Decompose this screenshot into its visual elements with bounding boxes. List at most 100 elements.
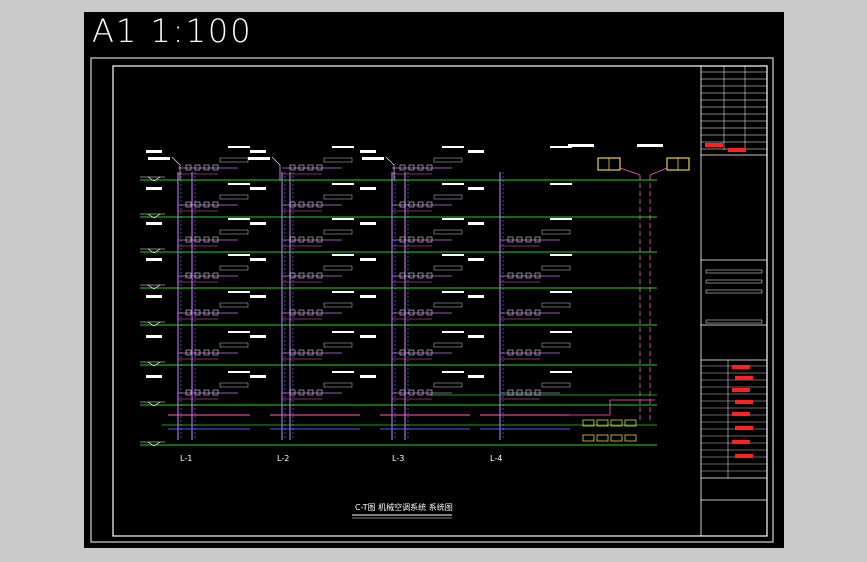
- annotation-mark: [468, 258, 484, 261]
- valve-symbol: [298, 349, 305, 356]
- valve-symbol: [316, 389, 323, 396]
- valve-symbol: [289, 349, 296, 356]
- valve-symbol: [298, 309, 305, 316]
- valve-symbol: [399, 309, 406, 316]
- annotation-mark: [360, 375, 376, 378]
- unit-tag: [541, 302, 571, 308]
- unit-tag: [433, 342, 463, 348]
- riser-top-tag: [248, 157, 270, 160]
- red-stamp-mark: [735, 400, 753, 404]
- valve-symbol: [507, 272, 514, 279]
- valve-symbol: [307, 201, 314, 208]
- valve-symbol: [289, 272, 296, 279]
- red-stamp-mark: [732, 388, 750, 392]
- outer-frame: [90, 57, 774, 543]
- annotation-mark: [360, 222, 376, 225]
- riser-label-4: L-4: [490, 454, 502, 463]
- level-marker: [147, 361, 161, 367]
- annotation-mark: [442, 146, 464, 148]
- valve-symbol: [417, 309, 424, 316]
- valve-symbol: [194, 201, 201, 208]
- annotation-mark: [360, 258, 376, 261]
- valve-symbol: [307, 236, 314, 243]
- unit-tag: [433, 382, 463, 388]
- valve-symbol: [417, 201, 424, 208]
- valve-symbol: [417, 389, 424, 396]
- annotation-mark: [550, 291, 572, 293]
- unit-tag: [433, 157, 463, 163]
- valve-symbol: [534, 236, 541, 243]
- annotation-mark: [550, 218, 572, 220]
- annotation-mark: [332, 371, 354, 373]
- annotation-mark: [550, 183, 572, 185]
- level-marker: [147, 176, 161, 182]
- annotation-mark: [332, 183, 354, 185]
- unit-tag: [323, 342, 353, 348]
- annotation-mark: [228, 371, 250, 373]
- valve-symbol: [316, 349, 323, 356]
- valve-symbol: [212, 349, 219, 356]
- valve-symbol: [194, 389, 201, 396]
- inner-frame: [112, 65, 768, 537]
- level-marker: [147, 213, 161, 219]
- unit-tag: [323, 194, 353, 200]
- unit-tag: [219, 265, 249, 271]
- indoor-unit-icon: [624, 419, 637, 427]
- valve-symbol: [212, 309, 219, 316]
- valve-symbol: [399, 201, 406, 208]
- riser-pipes: [177, 172, 651, 440]
- unit-tag: [323, 302, 353, 308]
- unit-tag: [541, 382, 571, 388]
- annotation-mark: [550, 254, 572, 256]
- valve-symbol: [399, 389, 406, 396]
- red-stamp-mark: [735, 426, 753, 430]
- valve-symbol: [203, 272, 210, 279]
- indoor-unit-icon: [582, 419, 595, 427]
- valve-symbol: [194, 236, 201, 243]
- valve-symbol: [194, 349, 201, 356]
- annotation-mark: [468, 375, 484, 378]
- riser-top-leader: [171, 156, 181, 180]
- annotation-mark: [228, 183, 250, 185]
- annotation-mark: [250, 222, 266, 225]
- valve-symbol: [408, 201, 415, 208]
- unit-tag: [219, 302, 249, 308]
- valve-symbol: [203, 389, 210, 396]
- valve-symbol: [194, 272, 201, 279]
- branch-pipes: [168, 157, 655, 430]
- unit-tag: [433, 229, 463, 235]
- title-block: [700, 65, 768, 537]
- valve-symbol: [426, 236, 433, 243]
- scale-label: A1 1:100: [92, 12, 253, 50]
- valve-symbol: [307, 349, 314, 356]
- valve-symbol: [399, 236, 406, 243]
- annotation-mark: [332, 254, 354, 256]
- annotation-mark: [146, 295, 162, 298]
- valve-symbol: [408, 389, 415, 396]
- unit-tag: [433, 302, 463, 308]
- red-stamp-mark: [732, 365, 750, 369]
- annotation-mark: [360, 187, 376, 190]
- valve-symbol: [203, 236, 210, 243]
- valve-symbol: [408, 309, 415, 316]
- annotation-mark: [250, 375, 266, 378]
- annotation-mark: [550, 371, 572, 373]
- annotation-mark: [442, 371, 464, 373]
- valve-symbol: [417, 164, 424, 171]
- valve-symbol: [307, 272, 314, 279]
- riser-top-tag: [148, 157, 170, 160]
- red-stamp-mark: [705, 143, 723, 147]
- annotation-mark: [228, 331, 250, 333]
- valve-symbol: [316, 236, 323, 243]
- annotation-mark: [250, 258, 266, 261]
- valve-symbol: [307, 309, 314, 316]
- annotation-mark: [360, 335, 376, 338]
- valve-symbol: [289, 389, 296, 396]
- annotation-mark: [332, 218, 354, 220]
- valve-symbol: [185, 389, 192, 396]
- valve-symbol: [426, 389, 433, 396]
- level-marker: [147, 284, 161, 290]
- annotation-mark: [228, 291, 250, 293]
- unit-tag: [433, 194, 463, 200]
